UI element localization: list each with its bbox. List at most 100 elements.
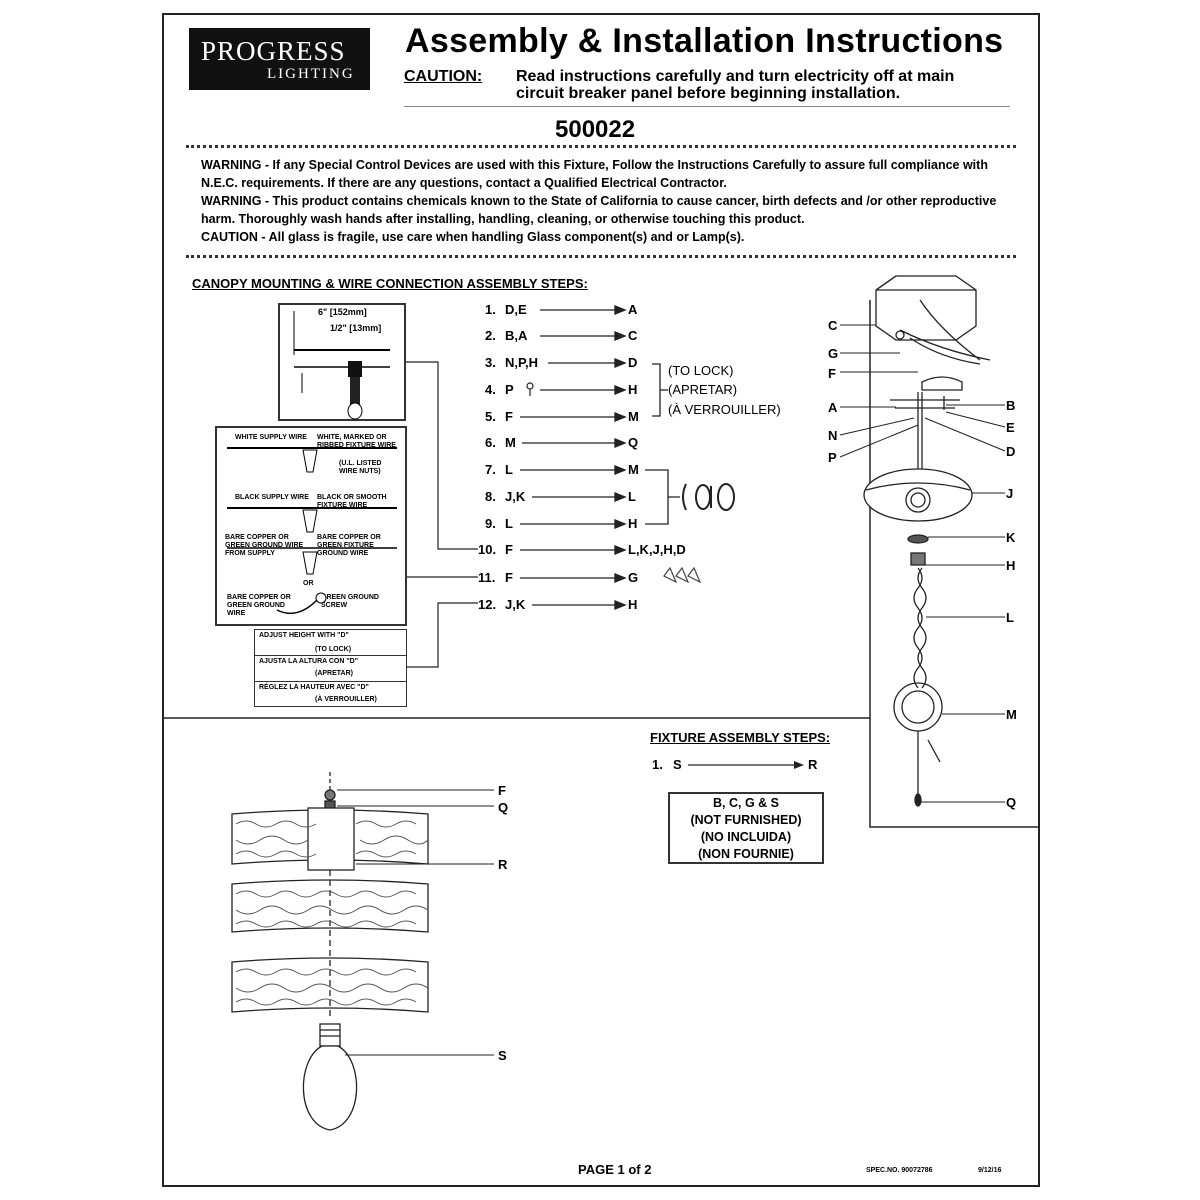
part-k-label: K [1006, 530, 1016, 545]
header-rule [404, 106, 1010, 107]
dimension-diagram: 6" [152mm] 1/2" [13mm] [278, 303, 406, 421]
warnings-block: WARNING - If any Special Control Devices… [201, 156, 1001, 246]
fixture-part-s-label: S [498, 1048, 507, 1063]
step-4-num: 4. [485, 382, 496, 397]
step-11-from: F [505, 570, 513, 585]
not-furnished-es: (NO INCLUIDA) [700, 830, 792, 844]
fixture-part-f-label: F [498, 783, 506, 798]
adjust-height-es: AJUSTA LA ALTURA CON "D" [259, 658, 359, 665]
part-n-label: N [828, 428, 838, 443]
adjust-height-en: ADJUST HEIGHT WITH "D" [259, 632, 349, 639]
step-1-to: A [628, 302, 638, 317]
wrench-icon [526, 382, 534, 396]
fixture-step-1-from: S [673, 757, 682, 772]
step-6-to: Q [628, 435, 639, 450]
part-p-label: P [828, 450, 837, 465]
part-j-label: J [1006, 486, 1014, 501]
warning-special-controls: WARNING - If any Special Control Devices… [201, 158, 988, 190]
part-number: 500022 [555, 116, 636, 143]
step-1-from: D,E [505, 302, 527, 317]
step-8-to: L [628, 489, 636, 504]
adjust-height-es-sub: (APRETAR) [315, 670, 353, 677]
or-label: OR [303, 580, 314, 587]
warning-california: WARNING - This product contains chemical… [201, 194, 997, 226]
step-9-from: L [505, 516, 513, 531]
step-1-num: 1. [485, 302, 496, 317]
wiring-connection-diagram: WHITE SUPPLY WIRE WHITE, MARKED OR RIBBE… [215, 426, 407, 626]
screw-icon [663, 566, 702, 584]
white-fixture-wire: WHITE, MARKED OR RIBBED FIXTURE WIRE [317, 434, 396, 449]
fixture-step-1-to: R [808, 757, 818, 772]
step-4-from: P [505, 382, 514, 397]
step-10-from: F [505, 542, 513, 557]
step-2-to: C [628, 328, 638, 343]
canopy-dimension-drawing [293, 311, 390, 420]
ground-wire: BARE COPPER OR GREEN GROUND WIRE [227, 594, 291, 617]
step-2-num: 2. [485, 328, 496, 343]
part-l-label: L [1006, 610, 1014, 625]
brand-logo: PROGRESS LIGHTING [189, 28, 370, 90]
caution-glass: CAUTION - All glass is fragile, use care… [201, 230, 745, 244]
not-furnished-fr: (NON FOURNIE) [698, 847, 794, 861]
fixture-steps-heading: FIXTURE ASSEMBLY STEPS: [650, 730, 831, 745]
step-6-from: M [505, 435, 516, 450]
step-8-from: J,K [505, 489, 526, 504]
adjust-height-fr-sub: (À VERROUILLER) [315, 696, 377, 703]
adjust-height-en-sub: (TO LOCK) [315, 646, 352, 653]
adjust-height-fr: RÉGLEZ LA HAUTEUR AVEC "D" [259, 684, 369, 691]
dotted-divider-top [186, 145, 1016, 148]
fixture-ground-wire: BARE COPPER OR GREEN FIXTURE GROUND WIRE [317, 534, 381, 557]
fixture-part-r-label: R [498, 857, 508, 872]
step-3-from: N,P,H [505, 355, 538, 370]
step-5-to: M [628, 409, 639, 424]
step-5-from: F [505, 409, 513, 424]
part-e-label: E [1006, 420, 1015, 435]
page-title: Assembly & Installation Instructions [405, 22, 1004, 60]
part-f-label: F [828, 366, 836, 381]
revision-date: 9/12/16 [978, 1167, 1002, 1174]
brand-name-line1: PROGRESS [201, 36, 346, 66]
dotted-divider-bottom [186, 255, 1016, 258]
part-a-label: A [828, 400, 838, 415]
step-7-num: 7. [485, 462, 496, 477]
step-7-from: L [505, 462, 513, 477]
white-supply-wire: WHITE SUPPLY WIRE [235, 434, 307, 441]
step-3-num: 3. [485, 355, 496, 370]
not-furnished-parts: B, C, G & S [713, 796, 779, 810]
part-b-label: B [1006, 398, 1016, 413]
steps-7-9-bracket [645, 469, 680, 525]
lock-label-en: (TO LOCK) [668, 363, 734, 378]
step-11-to: G [628, 570, 639, 585]
black-supply-wire: BLACK SUPPLY WIRE [235, 494, 309, 501]
fixture-step-1-num: 1. [652, 757, 663, 772]
page-number: PAGE 1 of 2 [578, 1162, 652, 1177]
lock-label-fr: (À VERROUILLER) [668, 402, 781, 417]
caution-label: CAUTION: [404, 68, 483, 85]
canopy-steps-heading: CANOPY MOUNTING & WIRE CONNECTION ASSEMB… [192, 276, 588, 291]
green-ground-screw: GREEN GROUND SCREW [321, 594, 379, 609]
step-3-to: D [628, 355, 638, 370]
lock-label-es: (APRETAR) [668, 382, 738, 397]
dimension-6in: 6" [152mm] [318, 307, 367, 317]
part-m-label: M [1006, 707, 1017, 722]
step-6-num: 6. [485, 435, 496, 450]
adjust-height-box: ADJUST HEIGHT WITH "D" (TO LOCK) AJUSTA … [254, 629, 407, 707]
caution-text: Read instructions carefully and turn ele… [516, 68, 955, 102]
wire-nuts-note: (U.L. LISTED WIRE NUTS) [339, 460, 382, 475]
not-furnished-en: (NOT FURNISHED) [690, 813, 802, 827]
not-furnished-box: B, C, G & S (NOT FURNISHED) (NO INCLUIDA… [668, 792, 824, 864]
step-10-to: L,K,J,H,D [628, 542, 686, 557]
wire-nut-drawing [227, 447, 397, 615]
part-d-label: D [1006, 444, 1016, 459]
step-12-to: H [628, 597, 638, 612]
step-8-num: 8. [485, 489, 496, 504]
step-5-num: 5. [485, 409, 496, 424]
step-4-to: H [628, 382, 638, 397]
supply-ground-wire: BARE COPPER OR GREEN GROUND WIRE FROM SU… [225, 534, 304, 557]
